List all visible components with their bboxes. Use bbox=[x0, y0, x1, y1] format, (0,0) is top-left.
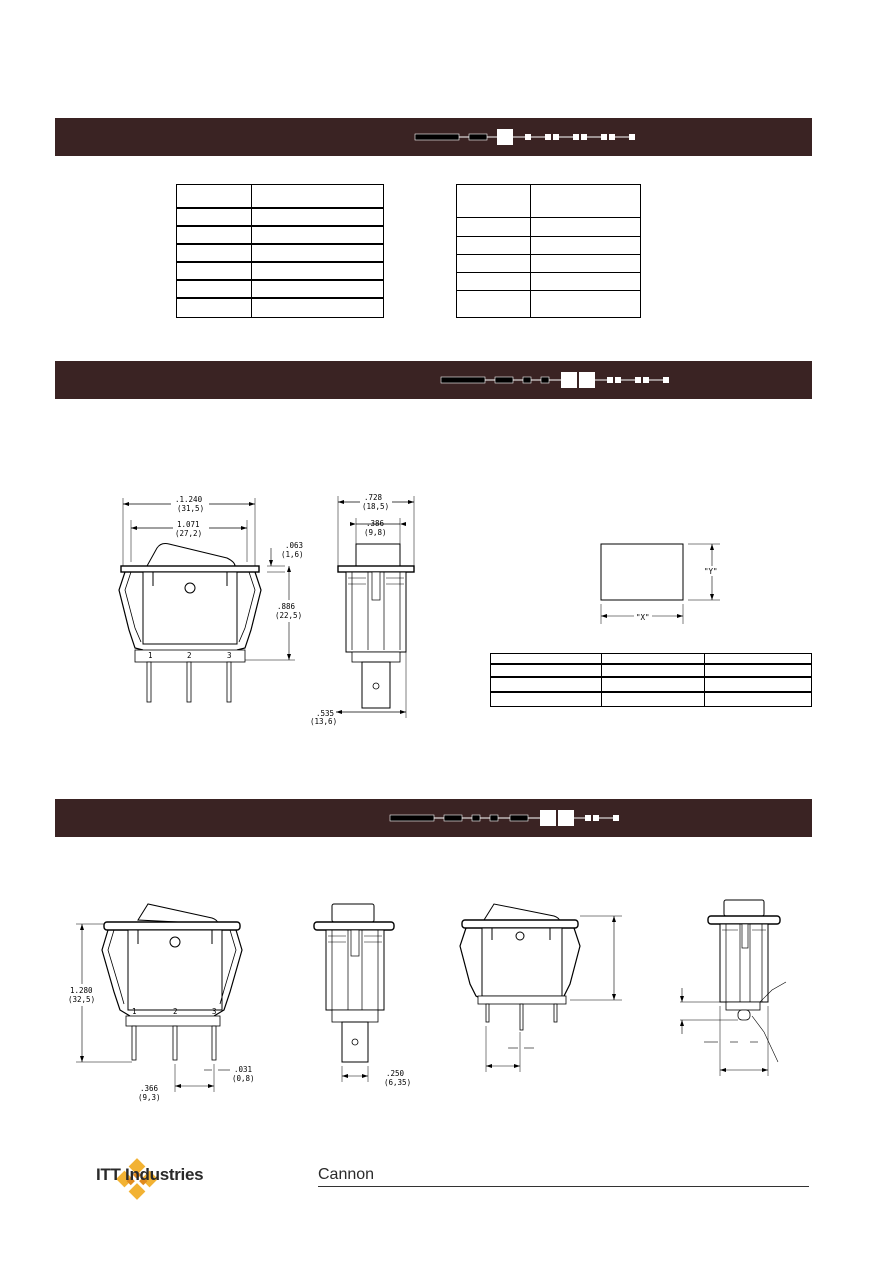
dim-terminal-offset: .535 bbox=[316, 709, 334, 718]
switch-side-view-drawing: .728 (18,5) .386 (9,8) .535 (13,6) bbox=[310, 492, 415, 726]
dim-overall-height: 1.280 bbox=[70, 986, 93, 995]
dim-overall-height-mm: (32,5) bbox=[68, 995, 95, 1004]
table-row-rule bbox=[177, 261, 383, 263]
dim-bezel-thickness-mm: (1,6) bbox=[281, 550, 304, 559]
dim-inner-width-mm: (27,2) bbox=[175, 529, 202, 538]
dim-bezel-thickness: .063 bbox=[285, 541, 303, 550]
section-header-band-1 bbox=[55, 118, 812, 156]
section3-front-view-drawing: 1.280 (32,5) 1 2 3 .366 (9,3) .031 (0,8) bbox=[68, 903, 255, 1102]
spec-table-left bbox=[176, 184, 384, 318]
table-row-rule bbox=[491, 663, 811, 665]
part-number-code-pattern-3 bbox=[389, 810, 619, 826]
s3-terminal-label-1: 1 bbox=[132, 1007, 137, 1016]
company-name: ITT Industries bbox=[96, 1165, 204, 1184]
table-row-rule bbox=[457, 272, 640, 273]
section3-pc-front-view-drawing bbox=[459, 903, 622, 1072]
table-column-divider bbox=[251, 185, 252, 317]
table-column-divider bbox=[704, 654, 705, 706]
dim-overall-depth-mm: (18,5) bbox=[362, 502, 389, 511]
table-row-rule bbox=[177, 279, 383, 281]
dim-tab-width: .250 bbox=[386, 1069, 405, 1078]
section3-side-view-drawing: .250 (6,35) bbox=[313, 903, 411, 1087]
dim-body-height: .886 bbox=[277, 602, 296, 611]
switch-front-view-drawing: .1.240 (31,5) 1.071 (27,2) 1 2 3 .063 (1… bbox=[118, 494, 311, 703]
brand-name: Cannon bbox=[318, 1166, 375, 1183]
terminal-label-3: 3 bbox=[227, 651, 232, 660]
table-row-rule bbox=[177, 243, 383, 245]
terminal-label-1: 1 bbox=[148, 651, 153, 660]
dim-overall-width-mm: (31,5) bbox=[177, 504, 204, 513]
dim-body-depth-mm: (9,8) bbox=[364, 528, 387, 537]
panel-cutout-drawing: "Y" "X" bbox=[600, 543, 722, 624]
terminal-label-2: 2 bbox=[187, 651, 192, 660]
table-row-rule bbox=[491, 691, 811, 693]
dim-terminal-thickness: .031 bbox=[234, 1065, 252, 1074]
dim-overall-width: .1.240 bbox=[175, 495, 203, 504]
dim-body-height-mm: (22,5) bbox=[275, 611, 302, 620]
dim-terminal-offset-mm: (13,6) bbox=[310, 717, 337, 726]
table-row-rule bbox=[491, 676, 811, 678]
table-row-rule bbox=[457, 217, 640, 218]
itt-logo-icon bbox=[116, 1158, 158, 1200]
section-header-band-2 bbox=[55, 361, 812, 399]
table-row-rule bbox=[177, 207, 383, 209]
table-row-rule bbox=[177, 297, 383, 299]
section-header-band-3 bbox=[55, 799, 812, 837]
cutout-label-y: "Y" bbox=[704, 567, 718, 576]
s3-terminal-label-3: 3 bbox=[212, 1007, 217, 1016]
dim-terminal-thickness-mm: (0,8) bbox=[232, 1074, 255, 1083]
dim-inner-width: 1.071 bbox=[177, 520, 200, 529]
spec-table-right bbox=[456, 184, 641, 318]
part-number-code-pattern-2 bbox=[440, 372, 669, 388]
table-row-rule bbox=[457, 254, 640, 255]
table-row-rule bbox=[457, 236, 640, 237]
footer-divider bbox=[318, 1186, 809, 1187]
dim-terminal-spacing-mm: (9,3) bbox=[138, 1093, 161, 1102]
dim-tab-width-mm: (6,35) bbox=[384, 1078, 411, 1087]
part-number-code-pattern-1 bbox=[414, 129, 635, 145]
table-row-rule bbox=[177, 225, 383, 227]
table-column-divider bbox=[601, 654, 602, 706]
section3-pc-side-view-drawing bbox=[680, 899, 787, 1076]
table-column-divider bbox=[530, 185, 531, 317]
s3-terminal-label-2: 2 bbox=[173, 1007, 178, 1016]
table-row-rule bbox=[457, 290, 640, 291]
cutout-table bbox=[490, 653, 812, 707]
cutout-label-x: "X" bbox=[636, 613, 650, 622]
dim-body-depth: .386 bbox=[366, 519, 385, 528]
dim-terminal-spacing: .366 bbox=[140, 1084, 159, 1093]
dim-overall-depth: .728 bbox=[364, 493, 383, 502]
